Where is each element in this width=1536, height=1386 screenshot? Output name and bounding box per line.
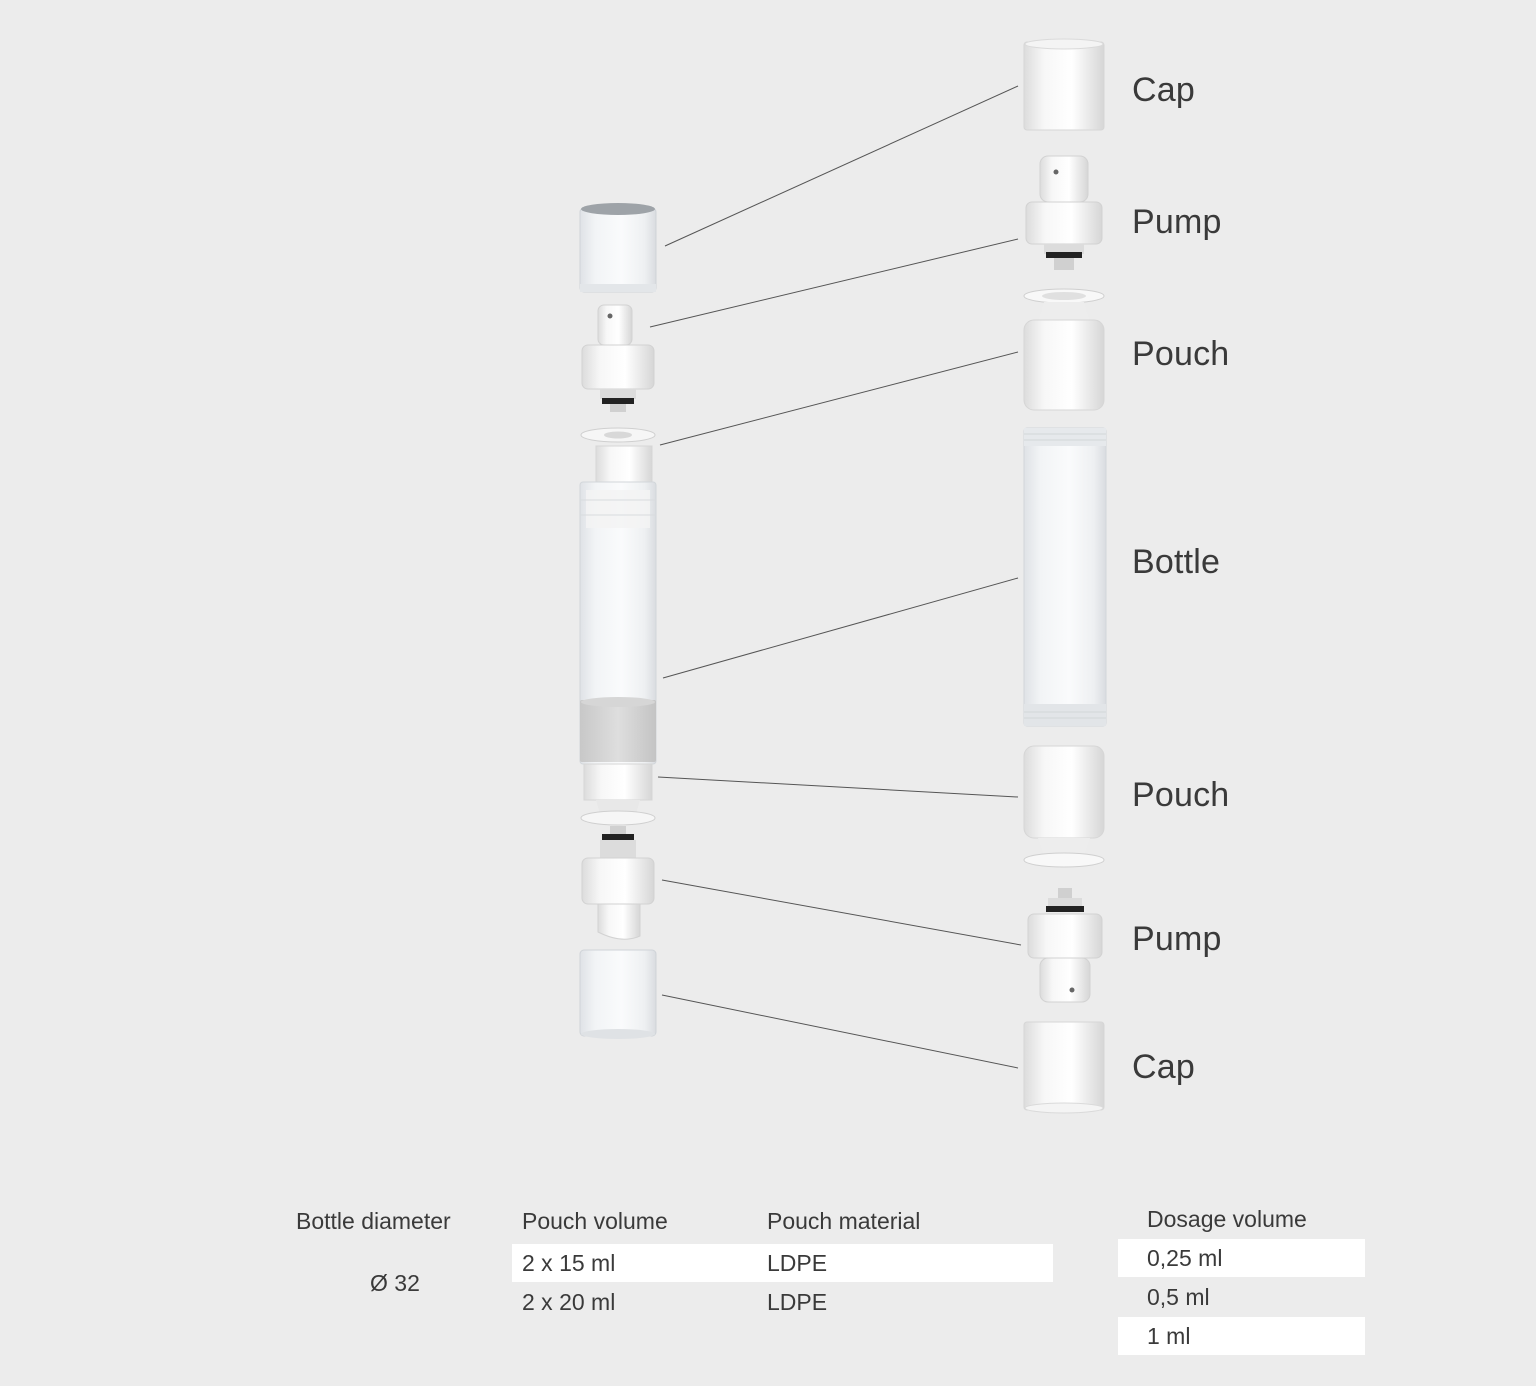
label-cap-bottom: Cap [1132,1048,1195,1086]
value-pouch-volume-2: 2 x 20 ml [522,1289,616,1315]
label-pouch-top: Pouch [1132,335,1230,373]
leader-line-pouch-bottom [657,776,1019,798]
leader-line-bottle [662,577,1019,679]
assembled-stack [579,203,657,1039]
part-pouch-bottom [1023,745,1105,868]
leader-line-pump-top [649,238,1019,328]
value-pouch-material-1: LDPE [767,1250,828,1276]
exploded-bottle-diagram [579,38,1107,1114]
value-pouch-volume-1: 2 x 15 ml [522,1250,616,1276]
part-cap-bottom [1023,1021,1105,1114]
leader-line-pump-bottom [661,879,1022,946]
value-dosage-volume-1: 0,25 ml [1147,1245,1223,1271]
dosage-row-highlight-1 [1118,1239,1365,1277]
part-pouch-top [1023,288,1105,411]
value-bottle-diameter: Ø 32 [370,1270,420,1296]
assembled-pump-bottom [581,826,655,940]
leader-line-cap-bottom [661,994,1019,1069]
assembled-cap-top [579,203,657,293]
value-dosage-volume-3: 1 ml [1147,1323,1191,1349]
header-bottle-diameter: Bottle diameter [296,1208,451,1234]
label-pouch-bottom: Pouch [1132,776,1230,814]
label-pump-top: Pump [1132,203,1222,241]
header-pouch-volume: Pouch volume [522,1208,668,1234]
label-pump-bottom: Pump [1132,920,1222,958]
leader-lines [649,85,1022,1069]
part-pump-top [1025,155,1103,270]
part-bottle [1023,427,1107,727]
value-dosage-volume-2: 0,5 ml [1147,1284,1210,1310]
label-bottle: Bottle [1132,543,1221,581]
assembled-cap-bottom [579,949,657,1039]
assembled-pouch-bottom-flange [580,810,656,826]
leader-line-cap-top [664,85,1019,247]
assembled-bottle [579,445,657,814]
pouch-row-highlight [512,1244,1053,1282]
assembled-pouch-top-flange [580,427,656,443]
leader-line-pouch-top [659,351,1019,446]
header-pouch-material: Pouch material [767,1208,921,1234]
value-pouch-material-2: LDPE [767,1289,828,1315]
label-cap-top: Cap [1132,71,1195,109]
assembled-pump-top [581,304,655,412]
header-dosage-volume: Dosage volume [1147,1206,1307,1232]
part-pump-bottom [1027,888,1103,1003]
exploded-parts [1023,38,1107,1114]
part-cap-top [1023,38,1105,131]
dosage-row-highlight-3 [1118,1317,1365,1355]
